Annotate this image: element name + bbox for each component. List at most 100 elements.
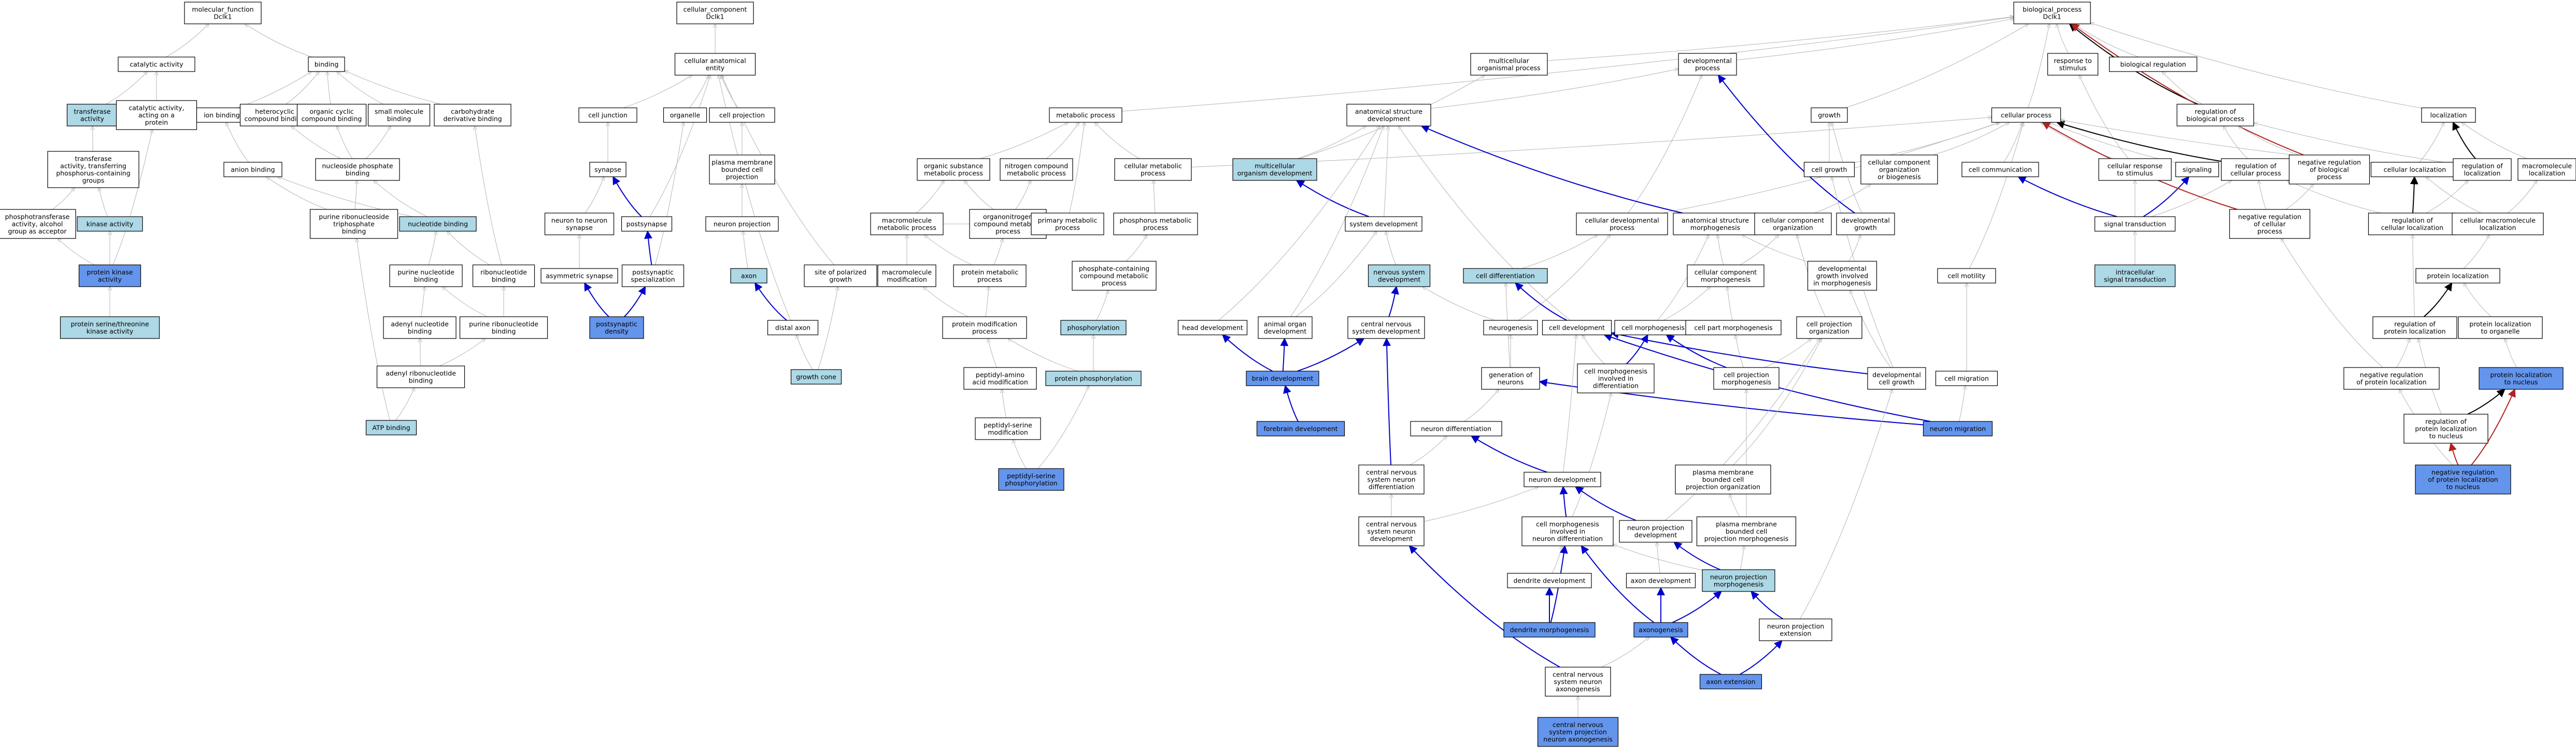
go-term-node-binding[interactable]: binding — [308, 57, 345, 72]
go-term-node-axon[interactable]: axon — [730, 268, 767, 284]
go-term-node-axonogenesis[interactable]: axonogenesis — [1633, 622, 1688, 638]
go-term-node-signaling[interactable]: signaling — [2175, 162, 2219, 177]
go-term-node-axon-dev[interactable]: axon development — [1626, 573, 1696, 588]
go-term-node-protein-loc[interactable]: protein localization — [2415, 268, 2500, 284]
go-term-node-cell-comm[interactable]: cell communication — [1961, 162, 2039, 177]
go-term-node-distal-axon[interactable]: distal axon — [767, 320, 819, 335]
go-term-node-phosphorylation[interactable]: phosphorylation — [1060, 320, 1127, 335]
go-term-node-cell-part-morph[interactable]: cell part morphogenesis — [1685, 320, 1782, 335]
go-term-node-neuron-diff[interactable]: neuron differentiation — [1410, 421, 1502, 436]
go-term-node-cell-morph[interactable]: cell morphogenesis — [1614, 320, 1692, 335]
go-term-node-forebrain-dev[interactable]: forebrain development — [1256, 421, 1345, 436]
go-term-node-kinase[interactable]: kinase activity — [77, 216, 143, 232]
go-term-node-protein-phos[interactable]: protein phosphorylation — [1045, 371, 1142, 386]
go-term-node-anion[interactable]: anion binding — [223, 162, 282, 177]
go-term-node-cell-projection[interactable]: cell projection — [709, 107, 775, 123]
go-term-node-dendrite-dev[interactable]: dendrite development — [1507, 573, 1592, 588]
go-term-node-neuron-dev[interactable]: neuron development — [1524, 472, 1601, 487]
go-term-node-neuron-proj[interactable]: neuron projection — [705, 216, 779, 232]
go-term-node-cell-junction[interactable]: cell junction — [578, 107, 637, 123]
go-term-node-cellular-process[interactable]: cellular process — [1991, 107, 2061, 123]
go-term-node-system-dev[interactable]: system development — [1345, 216, 1422, 232]
go-term-node-asym-synapse[interactable]: asymmetric synapse — [540, 268, 618, 284]
go-term-node-neuron-migration[interactable]: neuron migration — [1923, 421, 1993, 436]
go-term-node-cell-diff[interactable]: cell differentiation — [1463, 268, 1548, 284]
go-term-node-catalytic[interactable]: catalytic activity — [118, 57, 195, 72]
go-term-node-metabolic[interactable]: metabolic process — [1049, 107, 1122, 123]
go-term-node-organelle[interactable]: organelle — [663, 107, 707, 123]
go-term-node-signal-trans[interactable]: signal transduction — [2094, 216, 2176, 232]
go-term-node-dendrite-morph[interactable]: dendrite morphogenesis — [1503, 622, 1596, 638]
go-term-node-cell-loc[interactable]: cellular localization — [2370, 162, 2459, 177]
go-term-node-bio-reg[interactable]: biological regulation — [2109, 57, 2198, 72]
go-term-node-localization[interactable]: localization — [2421, 107, 2476, 123]
go-term-node-postsynapse[interactable]: postsynapse — [621, 216, 673, 232]
go-term-node-growth-cone[interactable]: growth cone — [790, 369, 842, 385]
